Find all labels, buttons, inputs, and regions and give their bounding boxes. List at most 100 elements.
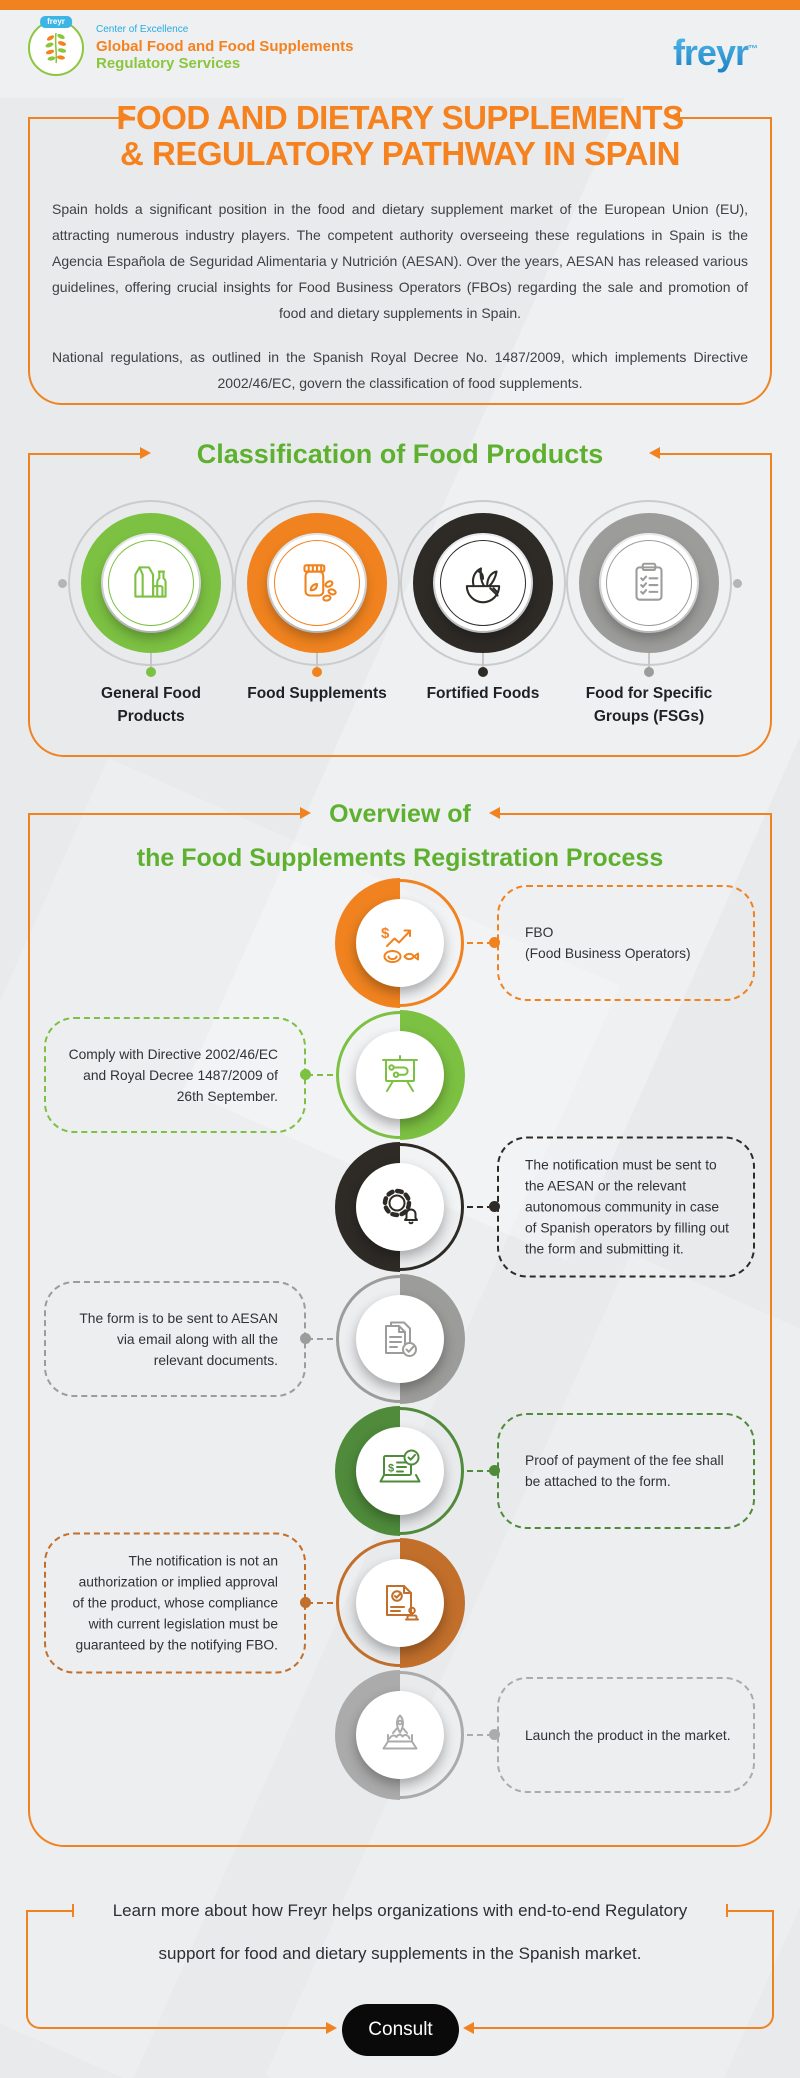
market-growth-icon: $ <box>381 925 419 963</box>
classification-item-food-supplements: Food Supplements <box>234 439 400 742</box>
icon-disc <box>356 1559 444 1647</box>
process-title-line2: the Food Supplements Registration Proces… <box>136 844 664 872</box>
process-title: Overview of the Food Supplements Registr… <box>0 792 800 880</box>
arrow-left-icon <box>649 447 660 459</box>
connector-dot <box>146 667 156 677</box>
connector-dot <box>489 1465 500 1476</box>
intro-border-box <box>28 118 772 405</box>
title-arrow-line-left <box>28 813 300 815</box>
step-text: FBO (Food Business Operators) <box>525 925 691 961</box>
intro-paragraph-1: Spain holds a significant position in th… <box>52 201 748 321</box>
trademark-symbol: ™ <box>748 44 758 55</box>
icon-disc <box>435 535 531 631</box>
classification-label: Fortified Foods <box>426 685 540 702</box>
connector-dot <box>478 667 488 677</box>
classification-item-fsgs: Food for Specific Groups (FSGs) <box>566 439 732 742</box>
connector-stem <box>482 653 484 667</box>
coe-logo: freyr Center of Excellence Global Food a… <box>28 16 354 76</box>
classification-item-general-food: General Food Products <box>68 439 234 742</box>
process-step-7: Launch the product in the market. <box>0 1670 800 1800</box>
step-text-box: The notification is not an authorization… <box>44 1532 306 1674</box>
svg-text:$: $ <box>388 1463 394 1475</box>
vegetable-bowl-icon <box>465 567 501 604</box>
decorative-dot <box>733 579 742 588</box>
process-step-3: The notification must be sent to the AES… <box>0 1136 800 1278</box>
footer-tick-left <box>72 1904 74 1917</box>
icon-disc <box>356 1295 444 1383</box>
arrow-left-icon <box>463 2022 474 2034</box>
page-title: FOOD AND DIETARY SUPPLEMENTS & REGULATOR… <box>0 100 800 172</box>
footer-tick-right <box>726 1904 728 1917</box>
coe-label: Center of Excellence <box>96 24 189 35</box>
step-circle <box>335 1142 465 1272</box>
step-circle <box>335 1274 465 1404</box>
classification-border-box <box>28 454 772 757</box>
decorative-dot <box>58 579 67 588</box>
step-circle <box>335 1670 465 1800</box>
svg-text:$: $ <box>381 925 390 942</box>
process-step-2: Comply with Directive 2002/46/EC and Roy… <box>0 1010 800 1140</box>
footer-line2: support for food and dietary supplements… <box>158 1944 642 1963</box>
footer-bracket-left <box>26 1910 330 2029</box>
step-text: The form is to be sent to AESAN via emai… <box>79 1310 278 1368</box>
connector-dot <box>312 667 322 677</box>
step-text-box: The form is to be sent to AESAN via emai… <box>44 1281 306 1397</box>
consult-button[interactable]: Consult <box>342 2004 459 2056</box>
classification-row: General Food Products <box>68 439 732 742</box>
org-line1: Global Food and Food Supplements <box>96 37 354 55</box>
title-arrow-line-left <box>28 117 120 119</box>
connector-dot <box>489 937 500 948</box>
footer-bracket-right <box>470 1910 774 2029</box>
arrow-left-icon <box>489 807 500 819</box>
step-text-box: Comply with Directive 2002/46/EC and Roy… <box>44 1017 306 1133</box>
step-text: Proof of payment of the fee shall be att… <box>525 1453 724 1489</box>
connector-stem <box>150 653 152 667</box>
title-arrow-line-left <box>28 453 140 455</box>
dashed-connector <box>307 1338 333 1340</box>
arrow-left-icon <box>669 111 680 123</box>
step-text-box: Launch the product in the market. <box>497 1677 755 1793</box>
classification-title: Classification of Food Products <box>196 439 604 469</box>
dashed-connector <box>467 1734 493 1736</box>
step-text: Comply with Directive 2002/46/EC and Roy… <box>68 1046 278 1104</box>
process-title-line1: Overview of <box>329 800 471 828</box>
plant-logo-icon: freyr <box>28 16 84 76</box>
freyr-badge: freyr <box>40 16 72 28</box>
step-text: The notification is not an authorization… <box>72 1553 278 1653</box>
freyr-wordmark: freyr <box>672 32 748 73</box>
process-section: Overview of the Food Supplements Registr… <box>0 800 800 1847</box>
strategy-board-icon <box>382 1055 418 1092</box>
process-step-5: $ Proof of payment of the fee shall be a… <box>0 1406 800 1536</box>
grocery-items-icon <box>134 566 167 598</box>
process-step-1: $ FBO (Food Business Operators) <box>0 878 800 1008</box>
footer-line1: Learn more about how Freyr helps organiz… <box>112 1901 688 1920</box>
arrow-right-icon <box>140 447 151 459</box>
step-text: The notification must be sent to the AES… <box>525 1157 730 1257</box>
footer-cta-text: Learn more about how Freyr helps organiz… <box>0 1889 800 1975</box>
icon-disc: $ <box>356 899 444 987</box>
icon-disc <box>601 535 697 631</box>
intro-section: FOOD AND DIETARY SUPPLEMENTS & REGULATOR… <box>0 100 800 405</box>
classification-label: General Food Products <box>101 685 201 725</box>
icon-disc <box>356 1163 444 1251</box>
process-step-6: The notification is not an authorization… <box>0 1532 800 1674</box>
classification-label: Food Supplements <box>247 685 387 702</box>
title-arrow-line-right <box>680 117 772 119</box>
product-launch-icon <box>382 1714 418 1750</box>
title-arrow-line-right <box>660 453 772 455</box>
connector-dot <box>489 1201 500 1212</box>
connector-stem <box>316 653 318 667</box>
approved-document-icon <box>386 1585 419 1621</box>
arrow-right-icon <box>326 2022 337 2034</box>
classification-item-fortified-foods: Fortified Foods <box>400 439 566 742</box>
connector-dot <box>644 667 654 677</box>
top-accent-bar <box>0 0 800 10</box>
header: freyr Center of Excellence Global Food a… <box>0 10 800 98</box>
icon-disc <box>356 1691 444 1779</box>
freyr-logo: freyr™ <box>673 32 758 74</box>
icon-disc <box>269 535 365 631</box>
dashed-connector <box>307 1074 333 1076</box>
icon-disc <box>103 535 199 631</box>
step-circle: $ <box>335 878 465 1008</box>
